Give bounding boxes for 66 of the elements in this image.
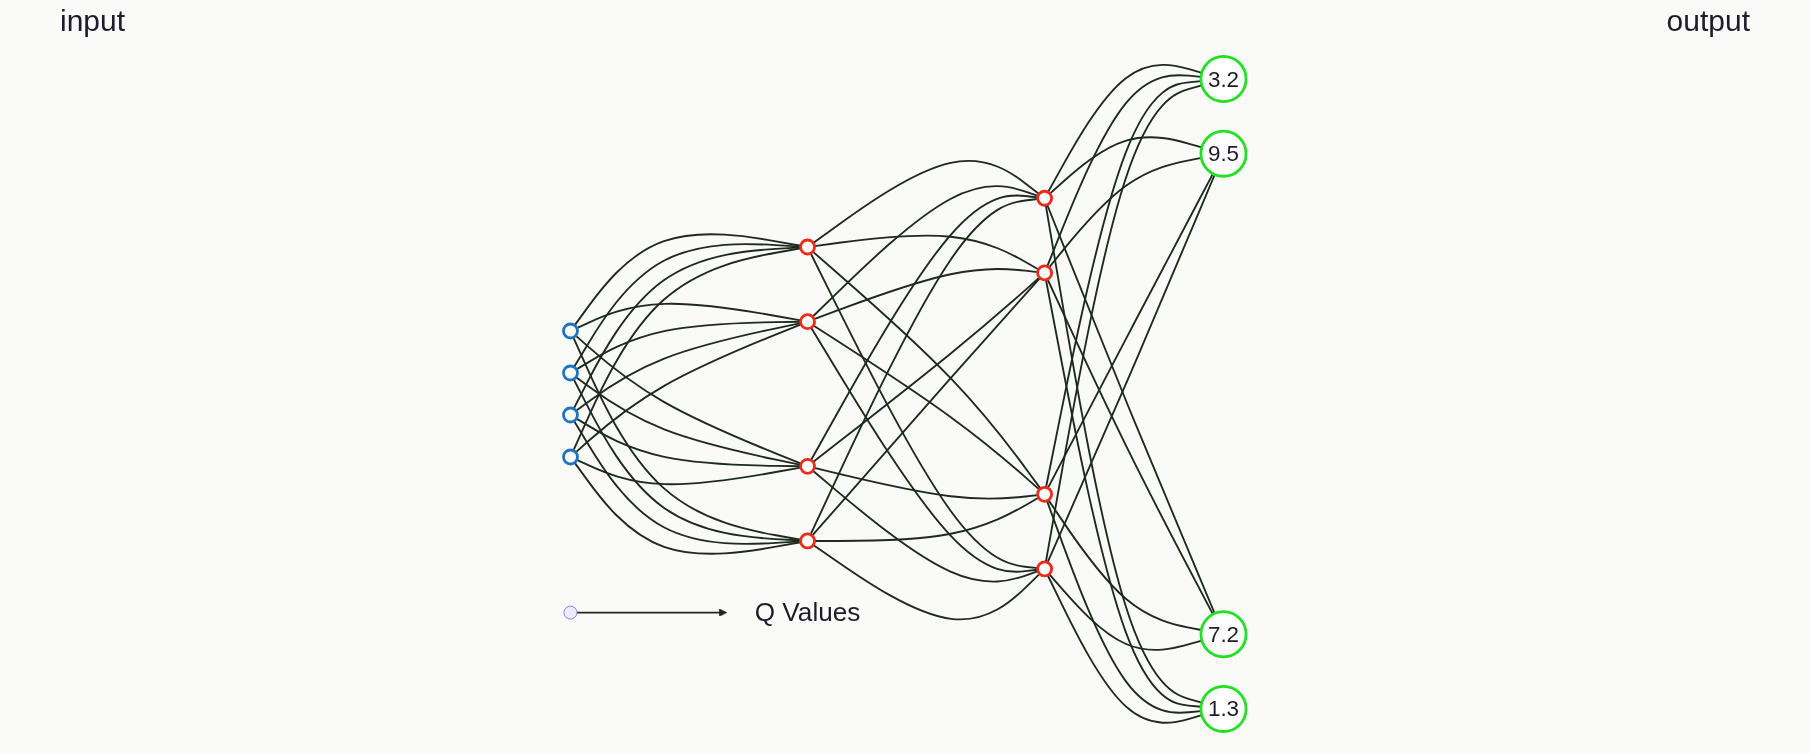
connector (813, 467, 1039, 500)
connector (575, 320, 802, 371)
node-circle (799, 313, 817, 331)
node-circle (799, 532, 817, 550)
connector (809, 252, 1039, 570)
node-circle (1036, 264, 1054, 282)
node-circle: 7.2 (1199, 610, 1248, 659)
connector (572, 378, 802, 542)
node-circle: 3.2 (1199, 55, 1248, 103)
node-circle (1036, 485, 1054, 503)
connector (572, 246, 802, 410)
connector (810, 194, 1039, 462)
connector (573, 420, 802, 545)
connector (1046, 74, 1203, 268)
connector (811, 185, 1040, 318)
connector (1045, 84, 1203, 563)
connector (1046, 574, 1203, 724)
connector (1045, 80, 1203, 489)
arrow (576, 608, 728, 617)
connector (573, 243, 802, 368)
connector (576, 458, 802, 486)
node-circle (799, 238, 817, 256)
connector (573, 233, 802, 327)
node-circle (562, 364, 580, 382)
connector (572, 247, 802, 452)
connector (813, 496, 1040, 542)
connector (809, 198, 1039, 536)
connector (1045, 204, 1203, 704)
node-text: Q Values (754, 597, 861, 627)
column-heading: input (60, 4, 126, 39)
connector (812, 159, 1041, 244)
connector (1046, 278, 1215, 616)
connector (1048, 573, 1203, 651)
connector (575, 334, 803, 465)
connector (575, 417, 802, 468)
node-circle (1036, 560, 1054, 578)
connector (575, 323, 803, 454)
connector (1046, 203, 1216, 615)
connector (1046, 173, 1216, 564)
connector (575, 376, 802, 466)
node-circle (562, 322, 580, 340)
connector (812, 469, 1040, 583)
connector (812, 276, 1041, 463)
connector (575, 322, 802, 412)
connector (576, 302, 802, 330)
connector (1046, 499, 1203, 714)
connector (1049, 136, 1203, 195)
connector (812, 544, 1041, 621)
connector (573, 461, 802, 555)
node-circle (1036, 189, 1054, 207)
connector (812, 250, 1042, 490)
connector (810, 326, 1039, 573)
connector (572, 336, 802, 541)
connector (813, 234, 1040, 271)
connector (1047, 63, 1203, 194)
node-circle: 1.3 (1199, 685, 1248, 733)
connector (813, 268, 1039, 321)
node-circle (562, 448, 580, 466)
node-circle (799, 457, 817, 475)
connector (812, 324, 1041, 491)
column-heading: output (1666, 4, 1750, 39)
node-circle: 9.5 (1199, 129, 1248, 178)
connector (811, 277, 1042, 537)
connector (1045, 278, 1203, 708)
connector (1047, 172, 1215, 490)
node-circle (562, 406, 580, 424)
